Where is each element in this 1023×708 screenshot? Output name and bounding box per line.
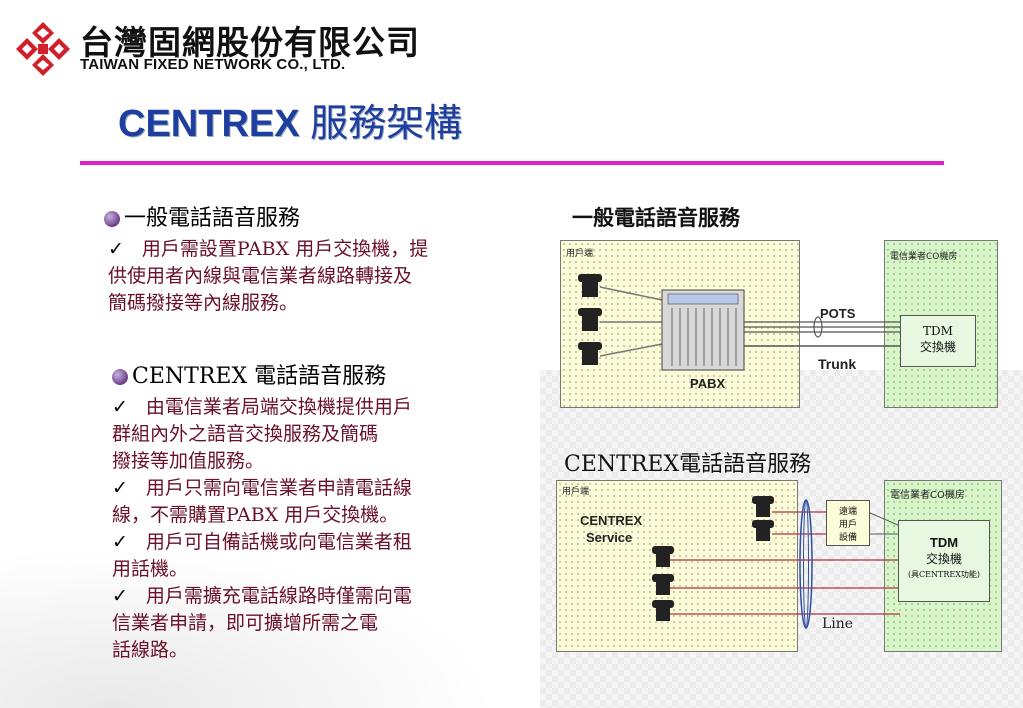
section-1-heading: 一般電話語音服務 bbox=[104, 200, 300, 232]
bullet-icon bbox=[104, 211, 120, 227]
diagram-1-user-label: 用戶端 bbox=[566, 249, 594, 259]
diagram-2-co-label: 電信業者CO機房 bbox=[890, 490, 965, 501]
check-icon: ✓ bbox=[112, 585, 128, 607]
section-2-heading: CENTREX 電話語音服務 bbox=[112, 358, 386, 390]
diagram-2-tdm-box: TDM 交換機 (具CENTREX功能) bbox=[898, 520, 990, 602]
background-shade bbox=[0, 520, 560, 708]
centrex-service-line2: Service bbox=[586, 530, 633, 545]
diagram-2-user-label: 用戶端 bbox=[562, 487, 590, 497]
company-logo-icon bbox=[16, 22, 70, 76]
title-rule bbox=[80, 161, 944, 165]
diagram-1-co-label: 電信業者CO機房 bbox=[890, 252, 958, 262]
pots-label: POTS bbox=[820, 306, 856, 321]
diagram-1-user-panel bbox=[560, 240, 800, 408]
diagram-1-tdm-box: TDM 交換機 bbox=[900, 315, 976, 367]
trunk-label: Trunk bbox=[818, 356, 857, 372]
title-en: CENTREX bbox=[118, 103, 300, 145]
check-icon: ✓ bbox=[112, 531, 128, 553]
section-2-body: ✓由電信業者局端交換機提供用戶 群組內外之語音交換服務及簡碼 撥接等加值服務。 … bbox=[112, 396, 412, 661]
company-name-cn: 台灣固網股份有限公司 bbox=[80, 23, 420, 62]
page-title: CENTREX 服務架構 bbox=[118, 92, 462, 147]
pabx-label: PABX bbox=[690, 376, 726, 391]
bullet-icon bbox=[112, 369, 128, 385]
diagram-1-title: 一般電話語音服務 bbox=[572, 205, 740, 230]
title-cn: 服務架構 bbox=[310, 101, 463, 145]
diagram-2-title: CENTREX電話語音服務 bbox=[564, 452, 812, 477]
company-name-en: TAIWAN FIXED NETWORK CO., LTD. bbox=[80, 56, 346, 73]
section-1-body: ✓用戶需設置PABX 用戶交換機，提 供使用者內線與電信業者線路轉接及 簡碼撥接… bbox=[108, 238, 429, 314]
centrex-service-line1: CENTREX bbox=[580, 513, 643, 528]
line-label: Line bbox=[822, 616, 854, 632]
remote-user-equipment-box: 遠端 用戶 設備 bbox=[826, 500, 870, 546]
check-icon: ✓ bbox=[108, 238, 124, 260]
check-icon: ✓ bbox=[112, 396, 128, 418]
check-icon: ✓ bbox=[112, 477, 128, 499]
